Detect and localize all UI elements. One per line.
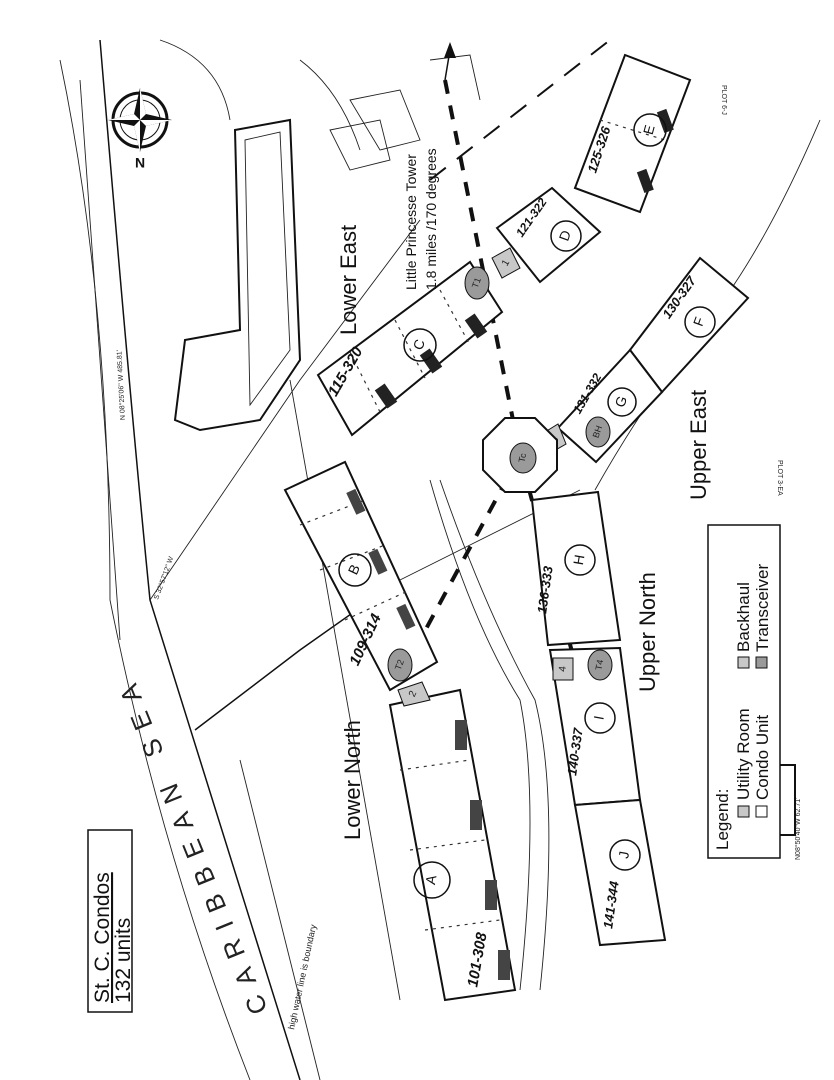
building-letter: I (591, 714, 607, 721)
building-e: E 125-326 (573, 53, 692, 214)
survey-bearing: S 32°57'12" W (152, 555, 175, 601)
building-letter: H (570, 553, 588, 566)
legend-utility-room: Utility Room (734, 708, 753, 800)
building-units: 140-337 (564, 726, 586, 776)
legend-backhaul: Backhaul (734, 582, 753, 652)
building-letter: J (615, 850, 632, 860)
building-i: I 140-337 T4 4 (548, 646, 642, 807)
landmark-name: Little Princesse Tower (403, 154, 419, 290)
building-c: C 115-320 T1 1 (316, 247, 521, 437)
transceiver-t2: T2 (393, 658, 406, 671)
building-h: H 136-333 (530, 490, 622, 647)
survey-bearing: N 08°25'06" W 485.81' (115, 350, 127, 421)
building-a: A 101-308 (388, 688, 517, 1002)
plot-label: PLOT 6-J (720, 85, 727, 115)
transceiver-t1: T1 (470, 276, 483, 289)
backhaul-bh: BH (591, 424, 605, 439)
condo-unit-swatch (755, 805, 768, 818)
transceiver-swatch (755, 656, 768, 669)
arrow-up-icon (444, 42, 456, 58)
building-d: D 121-322 (495, 186, 602, 284)
building-letter: E (640, 123, 658, 136)
legend-title: Legend: (713, 789, 732, 850)
building-units: 141-344 (600, 879, 622, 929)
backhaul-swatch (737, 656, 750, 669)
building-b: B 109-314 T2 2 (283, 460, 439, 707)
area-upper-east: Upper East (686, 390, 711, 500)
landmark-bearing: 1.8 miles /170 degrees (423, 148, 439, 290)
existing-building (159, 39, 481, 432)
legend-transceiver: Transceiver (753, 563, 772, 652)
utility-room-swatch (737, 805, 750, 818)
area-upper-north: Upper North (635, 572, 660, 692)
map-title: St. C. Condos (91, 872, 114, 1003)
area-lower-north: Lower North (340, 720, 365, 840)
title-box: St. C. Condos 132 units (87, 829, 135, 1013)
transceiver-t4: T4 (594, 659, 606, 671)
legend: Legend: Utility Room Condo Unit Backhaul… (707, 524, 781, 859)
utility-room-1: 1 (500, 258, 513, 269)
survey-bearing: N08°50'40"W 62.71' (794, 798, 802, 860)
compass-north-label: N (135, 155, 145, 171)
building-letter: A (422, 873, 439, 886)
building-units: 136-333 (534, 564, 556, 614)
central-transceiver: Tc (482, 417, 558, 493)
legend-condo-unit: Condo Unit (753, 715, 772, 800)
transceiver-tc: Tc (517, 452, 528, 463)
building-letter: G (611, 394, 630, 410)
building-j: J 141-344 (573, 798, 667, 947)
utility-room-4: 4 (557, 665, 568, 672)
plot-label: PLOT 3-EA (776, 460, 783, 496)
compass-rose-icon: N (108, 88, 172, 171)
unit-count: 132 units (112, 918, 135, 1003)
area-lower-east: Lower East (336, 225, 361, 335)
utility-room-2: 2 (407, 689, 420, 699)
boundary-note: high water line is boundary (286, 923, 318, 1030)
